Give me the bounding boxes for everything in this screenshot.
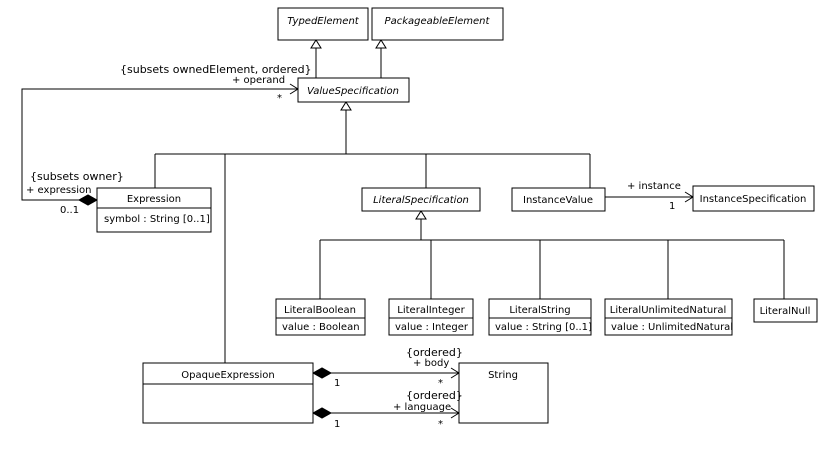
composition-diamond (77, 194, 99, 206)
generalization-arrowhead (310, 39, 322, 49)
class-name: PackageableElement (385, 16, 491, 27)
composition-diamond (311, 407, 333, 419)
class-expression: Expression symbol : String [0..1] (96, 187, 212, 233)
class-instancevalue: InstanceValue (511, 187, 606, 212)
class-name: LiteralBoolean (284, 305, 356, 316)
association-body (311, 367, 460, 379)
class-name: Expression (127, 194, 181, 205)
expression-constraint-label: {subsets owner} (30, 170, 124, 183)
class-name: String (488, 370, 518, 381)
class-literalstring: LiteralString value : String [0..1] (488, 298, 592, 336)
class-attribute: value : UnlimitedNatural (611, 322, 733, 333)
class-opaqueexpression: OpaqueExpression (142, 362, 314, 424)
class-name: InstanceSpecification (700, 194, 807, 205)
generalization-arrowhead (415, 210, 427, 220)
generalization-typedelement (310, 39, 322, 78)
body-source-multiplicity-label: 1 (334, 378, 340, 389)
generalization-packageableelement (375, 39, 387, 78)
generalization-arrowhead (375, 39, 387, 49)
language-constraint-label: {ordered} (406, 389, 463, 402)
class-typedelement: TypedElement (277, 7, 369, 41)
class-attribute: value : String [0..1] (495, 322, 592, 333)
association-operand (21, 83, 299, 206)
association-language (311, 407, 460, 419)
class-literalboolean: LiteralBoolean value : Boolean (275, 298, 366, 336)
class-attribute: value : Boolean (282, 322, 360, 333)
class-literalnull: LiteralNull (753, 298, 818, 323)
body-target-multiplicity-label: * (438, 378, 443, 389)
class-literalunlimitednatural: LiteralUnlimitedNatural value : Unlimite… (604, 298, 733, 336)
class-attribute: symbol : String [0..1] (104, 214, 210, 225)
class-literalinteger: LiteralInteger value : Integer (388, 298, 474, 336)
language-target-multiplicity-label: * (438, 419, 443, 430)
operand-constraint-label: {subsets ownedElement, ordered} (120, 63, 312, 76)
instance-role-label: + instance (627, 181, 681, 192)
language-role-label: + language (393, 402, 451, 413)
class-string: String (458, 362, 549, 424)
class-name: LiteralString (509, 305, 570, 316)
class-literalspecification: LiteralSpecification (361, 187, 481, 212)
expression-multiplicity-label: 0..1 (60, 205, 79, 216)
operand-multiplicity-label: * (277, 93, 282, 104)
language-source-multiplicity-label: 1 (334, 419, 340, 430)
class-valuespecification: ValueSpecification (297, 77, 410, 103)
body-constraint-label: {ordered} (406, 346, 463, 359)
class-name: LiteralSpecification (373, 195, 469, 206)
association-instance (605, 191, 694, 203)
class-name: OpaqueExpression (181, 370, 274, 381)
class-name: LiteralUnlimitedNatural (610, 305, 726, 316)
class-name: ValueSpecification (307, 86, 399, 97)
class-name: TypedElement (287, 16, 359, 27)
composition-diamond (311, 367, 333, 379)
class-name: LiteralInteger (397, 305, 465, 316)
class-name: InstanceValue (523, 195, 593, 206)
body-role-label: + body (413, 358, 449, 369)
generalization-arrowhead (340, 101, 352, 111)
class-instancespecification: InstanceSpecification (692, 185, 815, 212)
operand-role-label: + operand (232, 75, 285, 86)
generalization-tree-literalspecification (319, 210, 785, 299)
instance-multiplicity-label: 1 (669, 201, 675, 212)
class-packageableelement: PackageableElement (371, 7, 504, 41)
class-name: LiteralNull (760, 306, 811, 317)
expression-role-label: + expression (26, 185, 92, 196)
generalization-tree-valuespecification (154, 101, 591, 363)
class-attribute: value : Integer (395, 322, 469, 333)
